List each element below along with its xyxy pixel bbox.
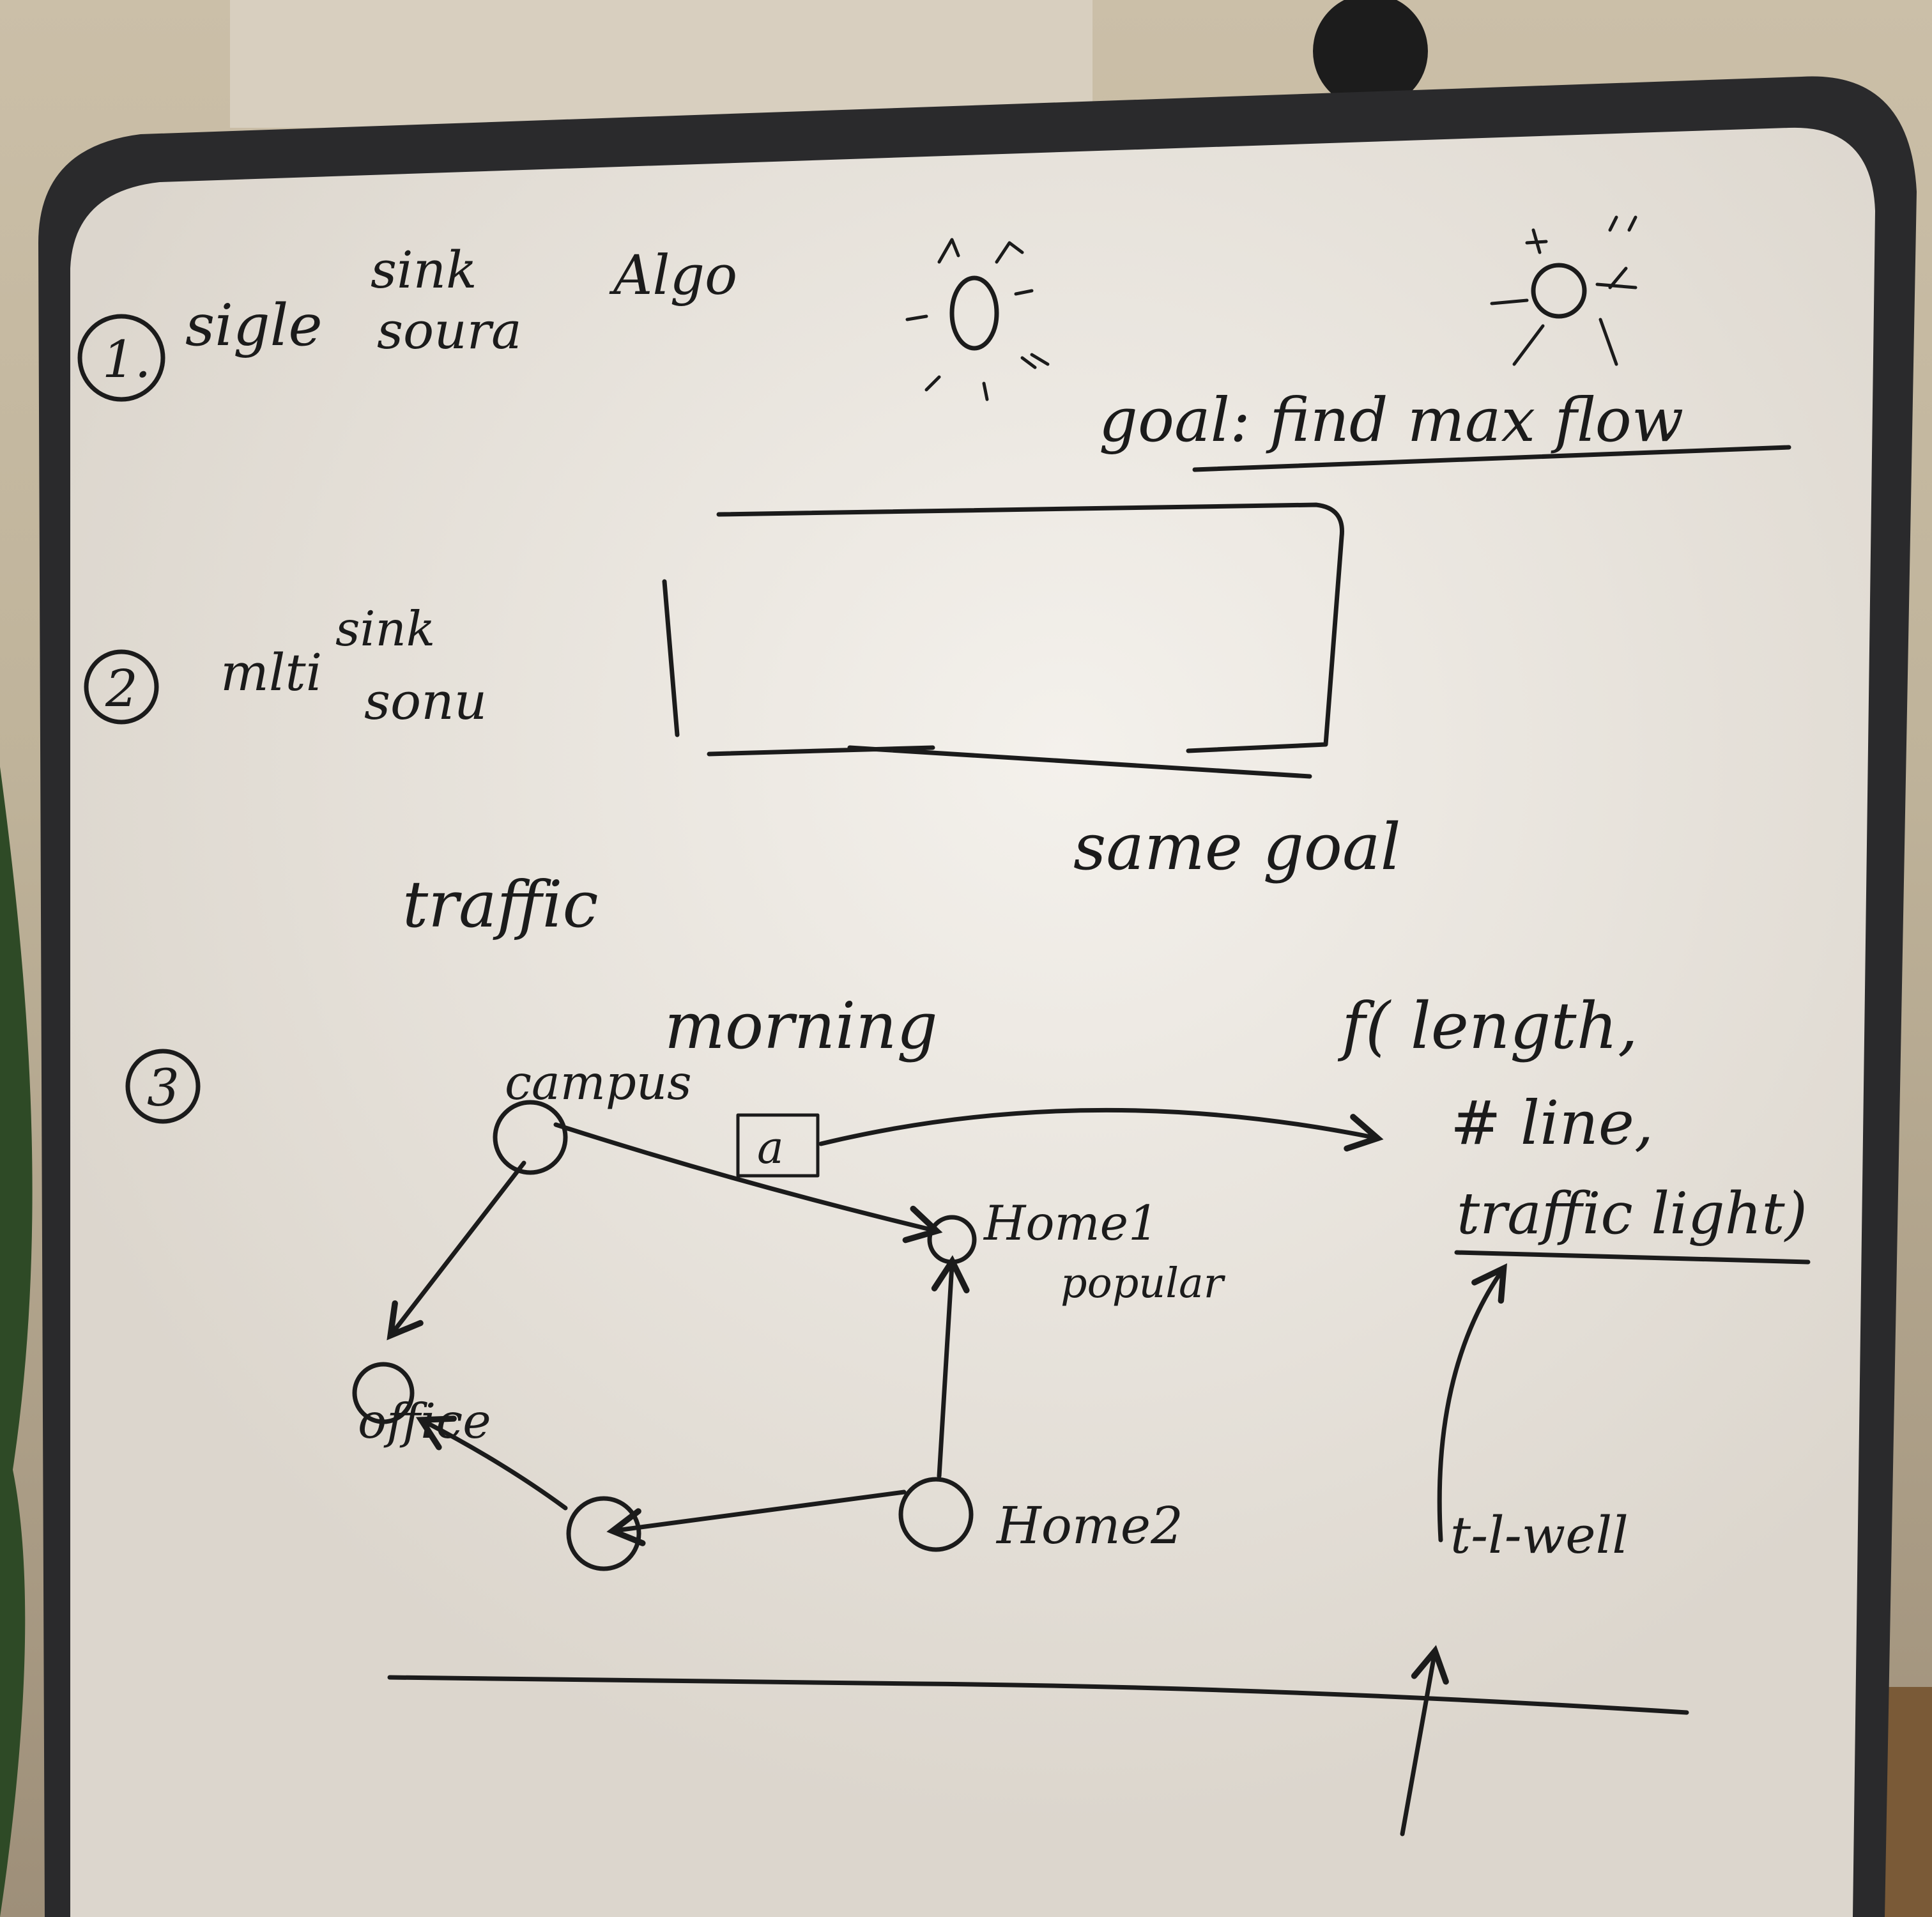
section-1-number-circle: [77, 314, 165, 402]
goal-text: goal: find max flow: [1099, 385, 1683, 456]
traffic-text: traffic: [402, 867, 598, 942]
word-algo: Algo: [609, 244, 737, 307]
section-1: 1. sigle sink soura Algo goal: find max …: [77, 215, 1791, 472]
edge-bottom-office: [415, 1415, 568, 1511]
single-node-sketch: [905, 238, 1050, 401]
whiteboard-surface: [70, 127, 1875, 1917]
weighted-sum-label: t-l-well: [1450, 1505, 1629, 1565]
weighted-sum-arrow: [1437, 1263, 1507, 1543]
section-1-number: 1.: [102, 330, 151, 389]
node-campus: [493, 1100, 568, 1175]
section-2: 2 mlti sink sonu same goal: [84, 502, 1401, 884]
node-home1-label: Home1: [983, 1195, 1159, 1251]
function-underline: [1454, 1250, 1811, 1265]
plant-leaves: [0, 767, 33, 1917]
person-head: [1313, 0, 1428, 109]
morning-text: morning: [664, 989, 938, 1063]
word-single: sigle: [185, 292, 323, 359]
section-3-number: 3: [147, 1058, 180, 1118]
edge-home2-bottom: [606, 1490, 907, 1546]
goal-underline: [1192, 445, 1791, 472]
edge-campus-home1: [553, 1122, 943, 1243]
node-home1-sublabel: popular: [1061, 1259, 1226, 1307]
edge-campus-office: [387, 1160, 526, 1341]
section-3-number-circle: [125, 1049, 201, 1124]
empty-box: [662, 502, 1344, 779]
section-2-number: 2: [105, 659, 138, 718]
word-sink: sink: [371, 240, 477, 300]
edge-weight-label: a: [757, 1121, 784, 1174]
timeline-arrow: [1400, 1645, 1449, 1836]
function-line-1: f( length,: [1337, 989, 1638, 1063]
function-line-3: traffic light): [1457, 1180, 1807, 1247]
word-source: soura: [377, 301, 522, 360]
node-home2: [898, 1477, 974, 1552]
word-source-2: sonu: [364, 672, 487, 731]
edge-weight-pointer: [818, 1107, 1384, 1152]
edge-weight-box: [736, 1113, 820, 1178]
word-sink-2: sink: [335, 601, 435, 657]
same-goal-text: same goal: [1073, 810, 1401, 884]
function-line-2: # line,: [1450, 1088, 1653, 1159]
section-2-number-circle: [84, 649, 159, 725]
max-flow-node-sketch: [1490, 215, 1637, 366]
node-home2-label: Home2: [995, 1496, 1183, 1555]
edge-home2-home1: [931, 1255, 970, 1479]
node-campus-label: campus: [505, 1054, 692, 1111]
node-office: [352, 1362, 415, 1424]
timeline-line: [387, 1675, 1689, 1715]
section-3: traffic morning 3 campus Home1 popular o…: [125, 867, 1811, 1571]
word-multi: mlti: [220, 643, 322, 702]
